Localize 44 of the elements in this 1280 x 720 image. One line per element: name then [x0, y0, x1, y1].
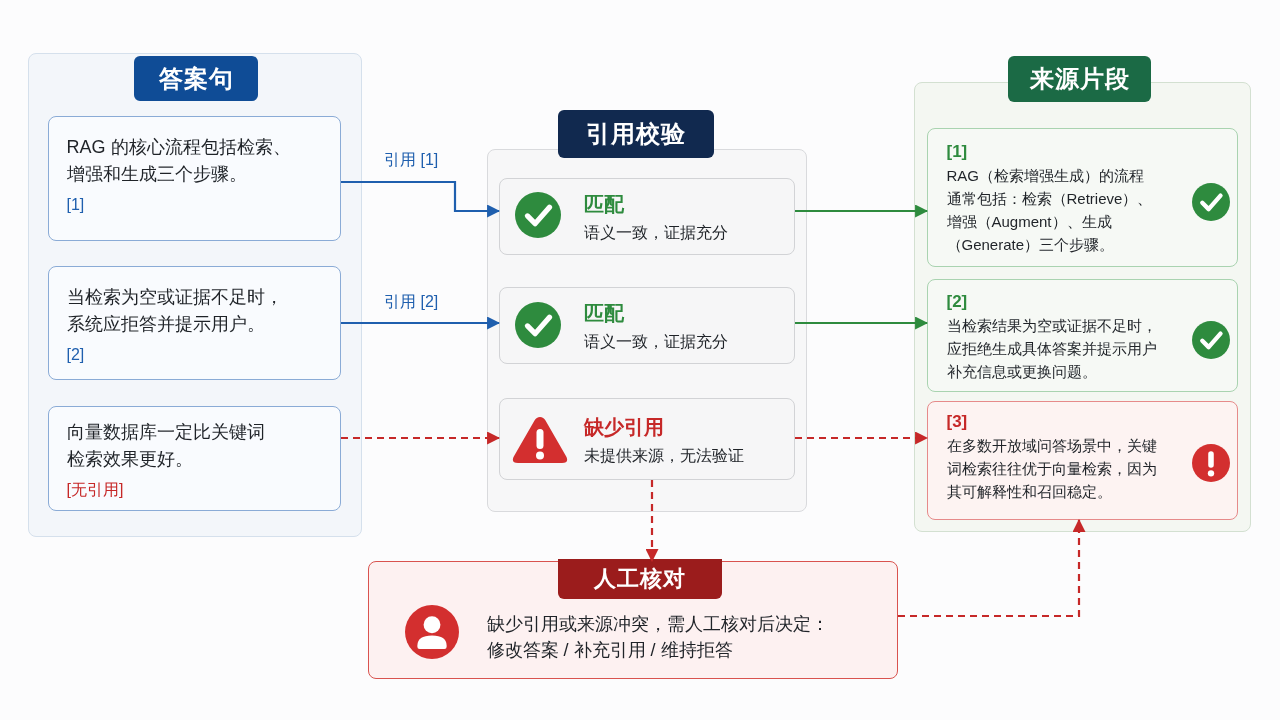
dashed-arrow: [898, 518, 1086, 618]
citation-marker: [无引用]: [66, 479, 124, 500]
dashed-arrow: [795, 431, 929, 445]
answer-card: [48, 266, 341, 380]
source-card: [927, 279, 1238, 392]
status-title: 匹配: [583, 191, 624, 217]
edge-label: 引用 [1]: [382, 150, 441, 170]
dashed-arrow: [341, 431, 501, 445]
result-card: [499, 287, 795, 364]
result-card: [499, 178, 795, 255]
dashed-arrow: [645, 480, 659, 563]
heading-banner: 来源片段: [1008, 56, 1151, 102]
answer-text: RAG 的核心流程包括检索、增强和生成三个步骤。: [66, 135, 292, 186]
answer-text: 当检索为空或证据不足时，系统应拒答并提示用户。: [66, 285, 284, 336]
arrow: [341, 180, 501, 218]
source-text: 当检索结果为空或证据不足时，应拒绝生成具体答案并提示用户补充信息或更换问题。: [946, 315, 1158, 382]
heading-banner: 引用校验: [558, 110, 714, 158]
answer-card: [48, 116, 341, 241]
citation-marker: [1]: [946, 140, 968, 163]
source-text: RAG（检索增强生成）的流程通常包括：检索（Retrieve）、增强（Augment）、生成（Generate）三个步骤。: [946, 165, 1154, 255]
source-card: [927, 128, 1238, 267]
citation-marker: [2]: [946, 290, 968, 313]
status-title: 缺少引用: [583, 414, 664, 440]
review-text: 缺少引用或来源冲突，需人工核对后决定：修改答案 / 补充引用 / 维持拒答: [486, 612, 830, 662]
status-detail: 语义一致，证据充分: [583, 331, 728, 352]
answer-text: 向量数据库一定比关键词检索效果更好。: [66, 420, 266, 471]
status-detail: 语义一致，证据充分: [583, 222, 728, 243]
result-card: [499, 398, 795, 480]
source-text: 在多数开放域问答场景中，关键词检索往往优于向量检索，因为其可解释性和召回稳定。: [946, 435, 1158, 502]
arrow: [795, 316, 929, 330]
panel: [28, 53, 362, 537]
citation-marker: [3]: [946, 410, 968, 433]
status-title: 匹配: [583, 300, 624, 326]
heading-banner: 答案句: [134, 56, 258, 101]
citation-marker: [1]: [66, 194, 85, 215]
edge-label: 引用 [2]: [382, 292, 441, 312]
status-detail: 未提供来源，无法验证: [583, 445, 744, 466]
source-card: [927, 401, 1238, 520]
heading-banner: 人工核对: [557, 559, 722, 599]
arrow: [341, 316, 501, 330]
citation-marker: [2]: [66, 344, 85, 365]
answer-card: [48, 406, 341, 511]
arrow: [795, 204, 929, 218]
review-panel: [368, 561, 898, 679]
